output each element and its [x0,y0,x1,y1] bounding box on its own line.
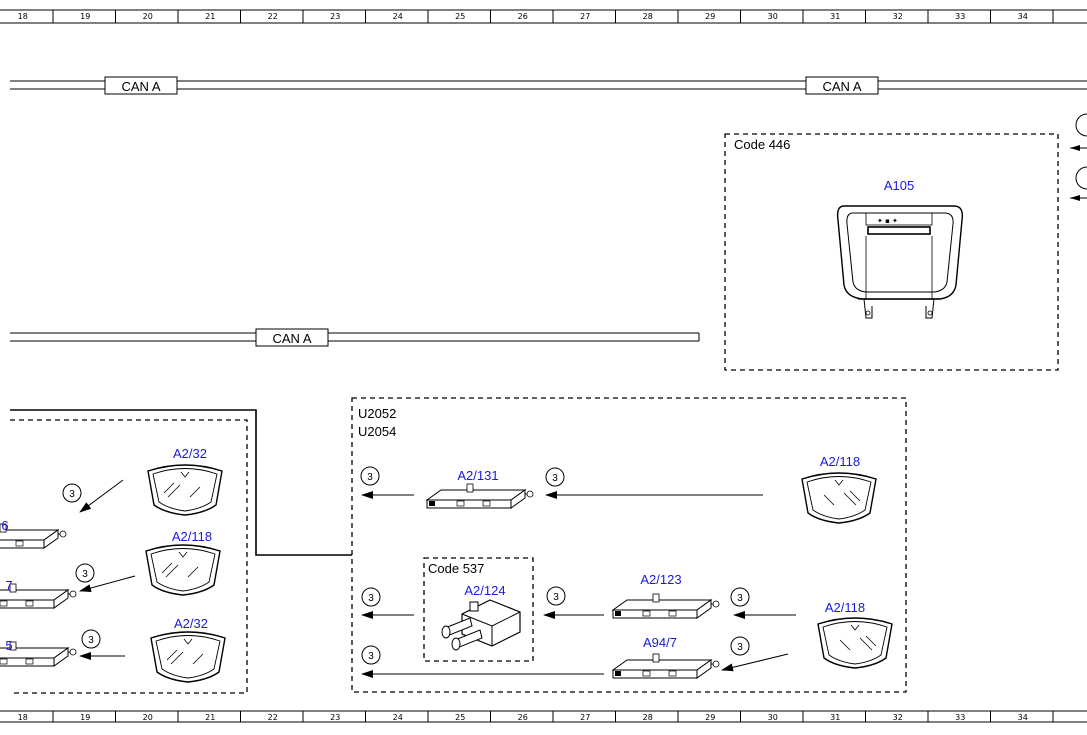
ref-circle-row2-mid: 3 [546,586,566,606]
ruler-bottom-label: 28 [643,713,653,722]
control-module-icon-a94-7 [612,653,720,679]
ruler-bottom-label: 33 [955,713,965,722]
ruler-bottom-label: 29 [705,713,715,722]
component-label-a94-7: A94/7 [643,635,677,650]
svg-text:3: 3 [368,651,374,662]
valve-unit-icon-a2-124 [441,599,521,651]
ruler-top-label: 24 [393,12,403,21]
control-module-icon-a2-123 [612,593,720,619]
can-a-bus-middle: CAN A [10,328,700,347]
ruler-top-label: 22 [268,12,278,21]
svg-text:3: 3 [367,472,373,483]
svg-text:3: 3 [553,592,559,603]
ref-circle-row3-left: 3 [361,645,381,665]
ruler-top-label: 18 [18,12,28,21]
ruler-top-label: 21 [205,12,215,21]
windshield-icon-a2-118-right-bottom [817,617,893,669]
ruler-bottom-label: 31 [830,713,840,722]
window-glass-icon-a2-32-top [147,464,223,516]
ref-circle-row1-right: 3 [545,467,565,487]
control-module-icon-left-1 [0,523,67,549]
can-a-bus-top: CAN A CAN A [10,76,1087,95]
code-537-label: Code 537 [428,561,484,576]
ruler-top-label: 19 [80,12,90,21]
ruler-bottom-label: 20 [143,713,153,722]
ruler-top-label: 20 [143,12,153,21]
svg-text:3: 3 [82,569,88,580]
ruler-bottom-label: 18 [18,713,28,722]
svg-text:3: 3 [368,593,374,604]
ruler-top-label: 34 [1018,12,1028,21]
ruler-top-label: 31 [830,12,840,21]
code-446-group: Code 446 A105 ✦ ▪ ✦ [724,133,1059,371]
component-label-a2-131: A2/131 [457,468,498,483]
ruler-bottom-label: 23 [330,713,340,722]
ruler-bottom-label: 32 [893,713,903,722]
can-a-label-top-left: CAN A [121,79,160,94]
ruler-bottom-label: 26 [518,713,528,722]
ref-circle-row2-left: 3 [361,587,381,607]
ref-circle-row1-left: 3 [360,466,380,486]
ruler-top-label: 27 [580,12,590,21]
component-label-a2-32-bottom: A2/32 [174,616,208,631]
ruler-top-label: 25 [455,12,465,21]
svg-text:✦ ▪ ✦: ✦ ▪ ✦ [877,217,898,225]
ruler-bottom-label: 21 [205,713,215,722]
ruler-top-label: 28 [643,12,653,21]
component-label-a2-118-right-bottom: A2/118 [825,600,865,615]
ruler-bottom [0,710,1087,723]
ruler-bottom-label: 34 [1018,713,1028,722]
windshield-icon-a2-118-right-top [801,472,877,524]
code-446-label: Code 446 [734,137,790,152]
ruler-bottom-label: 22 [268,713,278,722]
overhead-control-panel-icon: ✦ ▪ ✦ [836,205,964,319]
ruler-top-label: 23 [330,12,340,21]
ref-circle-left-3: 3 [81,629,101,649]
component-label-a105: A105 [884,178,914,193]
ruler-bottom-label: 19 [80,713,90,722]
component-label-a2-32-top: A2/32 [173,446,207,461]
connection-wire [10,409,352,556]
ruler-top [0,9,1087,24]
ruler-top-label: 32 [893,12,903,21]
ruler-bottom-label: 27 [580,713,590,722]
ref-circle-left-2: 3 [75,563,95,583]
ruler-bottom-label: 30 [768,713,778,722]
cut-label-left-2: 7 [5,578,12,593]
ruler-bottom-label: 24 [393,713,403,722]
u2052-u2054-group: U2052 U2054 3 A2/131 3 A2/118 Code 537 A… [351,397,907,693]
can-a-label-middle: CAN A [272,331,311,346]
svg-text:3: 3 [88,635,94,646]
control-module-icon-a2-131 [426,483,534,509]
windshield-icon-a2-118-left [145,544,221,596]
component-label-a2-118-right-top: A2/118 [820,454,860,469]
ruler-top-label: 33 [955,12,965,21]
ruler-top-label: 26 [518,12,528,21]
can-a-label-top-right: CAN A [822,79,861,94]
svg-text:3: 3 [69,489,75,500]
u2054-label: U2054 [358,424,396,439]
component-label-a2-118-left: A2/118 [172,529,212,544]
window-glass-icon-a2-32-bottom [150,631,226,683]
ref-circle-left-1: 3 [62,483,82,503]
cut-label-left-1: 6 [1,518,8,533]
ref-circle-row3-right: 3 [730,636,750,656]
svg-text:3: 3 [552,473,558,484]
ruler-top-label: 30 [768,12,778,21]
component-label-a2-124: A2/124 [464,583,505,598]
ruler-top-label: 29 [705,12,715,21]
left-components-group: A2/32 A2/118 A2/32 6 7 5 3 3 3 [0,419,248,694]
svg-text:3: 3 [737,593,743,604]
u2052-label: U2052 [358,406,396,421]
svg-text:3: 3 [737,642,743,653]
cut-label-left-3: 5 [5,638,12,653]
component-label-a2-123: A2/123 [640,572,681,587]
ruler-bottom-label: 25 [455,713,465,722]
code-537-group: Code 537 A2/124 [423,557,534,662]
edge-connector-circles [1070,113,1087,201]
ref-circle-row2-right: 3 [730,587,750,607]
